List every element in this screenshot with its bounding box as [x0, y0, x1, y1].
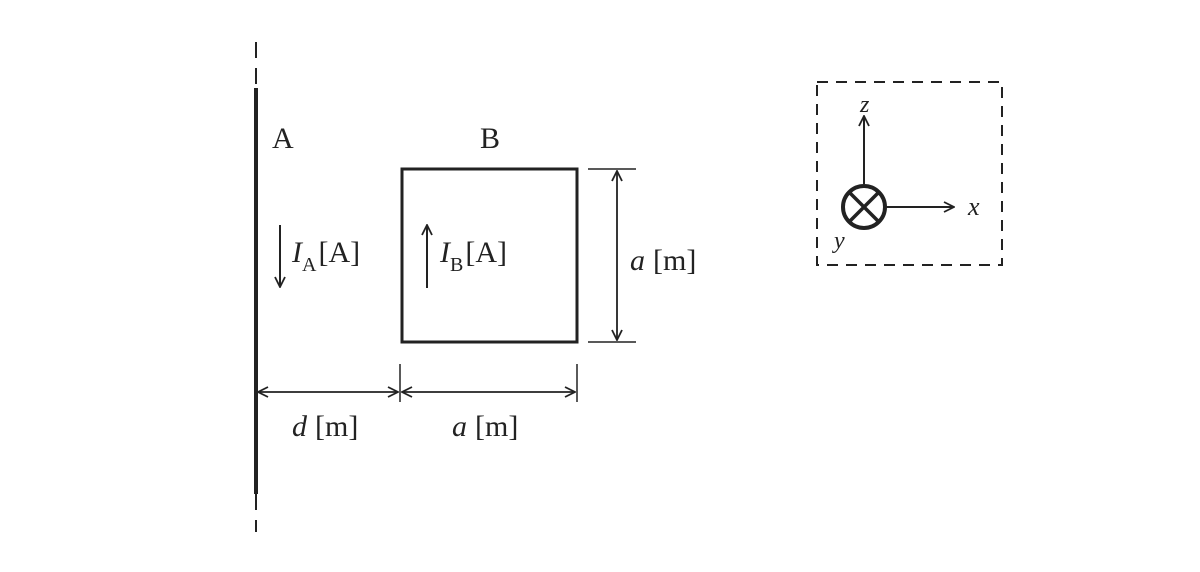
dimension-side-a-label: a[m] — [630, 244, 696, 277]
dimension-d-unit: [m] — [315, 410, 358, 443]
dimension-d-label: d[m] — [292, 410, 358, 443]
current-b-label: IB[A] — [439, 236, 507, 276]
loop-b-label: B — [480, 122, 500, 155]
x-axis-label: x — [967, 192, 980, 221]
z-axis-label: z — [859, 92, 870, 118]
dimension-bottom-a — [402, 364, 578, 402]
current-b-subscript: B — [450, 254, 463, 276]
axes-inset: z x y — [816, 81, 1003, 266]
current-a-label: IA[A] — [291, 236, 360, 276]
wire-a-label: A — [272, 122, 294, 155]
dimension-bottom-a-unit: [m] — [475, 410, 518, 443]
dimension-side-a-var: a — [630, 244, 645, 277]
dimension-d — [258, 364, 401, 402]
current-b-symbol: I — [439, 236, 452, 269]
into-page-icon — [841, 184, 887, 230]
dimension-bottom-a-var: a — [452, 410, 467, 443]
loop-b — [400, 167, 579, 344]
dimension-side-a — [588, 168, 636, 343]
current-a-unit: [A] — [318, 236, 360, 269]
current-a-symbol: I — [291, 236, 304, 269]
y-axis-label: y — [832, 228, 845, 254]
dimension-side-a-unit: [m] — [653, 244, 696, 277]
current-a-subscript: A — [302, 254, 317, 276]
axes-inset-frame — [816, 81, 1003, 266]
current-b-unit: [A] — [465, 236, 507, 269]
dimension-bottom-a-label: a[m] — [452, 410, 518, 443]
dimension-d-var: d — [292, 410, 308, 443]
